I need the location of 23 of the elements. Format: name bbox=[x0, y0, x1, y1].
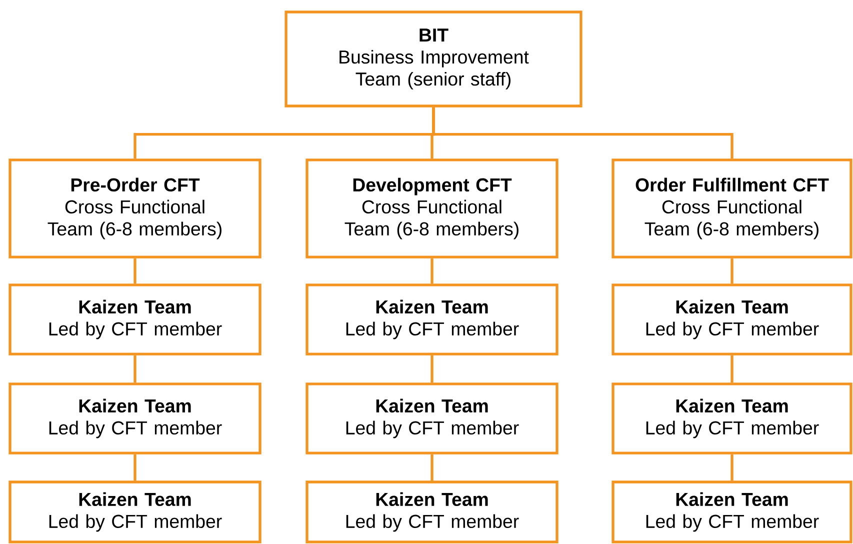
connector-line bbox=[432, 107, 734, 159]
team-box: Kaizen Team Led by CFT member bbox=[306, 284, 558, 356]
team-box: Kaizen Team Led by CFT member bbox=[612, 284, 852, 356]
connector-line bbox=[730, 355, 734, 383]
team-box: Kaizen Team Led by CFT member bbox=[8, 480, 262, 544]
team-box: Kaizen Team Led by CFT member bbox=[612, 382, 852, 454]
team-box: Pre-Order CFT Cross Functional Team (6-8 members) bbox=[8, 158, 262, 258]
team-box: Development CFT Cross Functional Team (6-8 members) bbox=[306, 158, 558, 258]
connector-line bbox=[134, 454, 136, 481]
connector-line bbox=[430, 258, 434, 284]
connector-line bbox=[134, 355, 136, 383]
team-box: Kaizen Team Led by CFT member bbox=[8, 382, 262, 454]
connector-line bbox=[430, 355, 434, 383]
connector-line bbox=[134, 258, 136, 284]
connector-line bbox=[730, 258, 734, 284]
connector-line bbox=[430, 454, 434, 481]
team-box: Kaizen Team Led by CFT member bbox=[8, 284, 262, 356]
team-box: Kaizen Team Led by CFT member bbox=[306, 480, 558, 544]
team-box: Kaizen Team Led by CFT member bbox=[612, 480, 852, 544]
team-box: Order Fulfillment CFT Cross Functional Team (6-8 members) bbox=[612, 158, 852, 258]
connector-line bbox=[730, 454, 734, 481]
team-box: Kaizen Team Led by CFT member bbox=[306, 382, 558, 454]
team-box: BIT Business Improvement Team (senior staff) bbox=[284, 10, 582, 108]
